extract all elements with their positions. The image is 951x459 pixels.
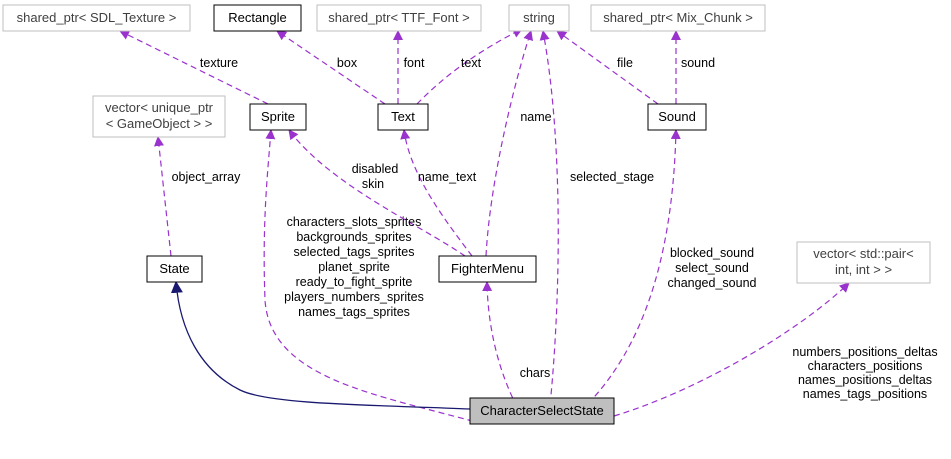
node-vector-pair-int-int[interactable]: vector< std::pair< int, int > > <box>796 241 931 284</box>
edge-label-selected-stage: selected_stage <box>570 170 654 184</box>
edge-label-sound-member: changed_sound <box>668 276 757 290</box>
node-label: CharacterSelectState <box>480 403 604 418</box>
node-character-select-state[interactable]: CharacterSelectState <box>469 397 615 425</box>
edge-name-text <box>400 129 473 257</box>
edge-disabled-skin <box>288 129 466 257</box>
node-shared-ptr-mix-chunk[interactable]: shared_ptr< Mix_Chunk > <box>590 4 766 32</box>
edge-label-name: name <box>520 110 551 124</box>
node-label: Text <box>391 109 415 124</box>
edge-text <box>416 28 523 105</box>
edge-label-sprite-member: ready_to_fight_sprite <box>296 275 413 289</box>
edge-label-sprite-member: backgrounds_sprites <box>296 230 411 244</box>
edge-label-pair-member: names_positions_deltas <box>798 373 932 387</box>
edge-name <box>485 30 533 257</box>
node-label: Sprite <box>261 109 295 124</box>
edge-label-sound-member: blocked_sound <box>670 246 754 260</box>
node-string[interactable]: string <box>508 4 570 32</box>
edge-label-pair-member: characters_positions <box>808 359 923 373</box>
edge-label-name-text: name_text <box>418 170 477 184</box>
edge-label-sprite-member: characters_slots_sprites <box>287 215 422 229</box>
edge-label-sprite-member: selected_tags_sprites <box>294 245 415 259</box>
edges <box>119 28 850 425</box>
node-rectangle[interactable]: Rectangle <box>213 4 302 32</box>
edge-label-texture: texture <box>200 56 238 70</box>
edge-label-sprite-member: names_tags_sprites <box>298 305 410 319</box>
node-shared-ptr-sdl-texture[interactable]: shared_ptr< SDL_Texture > <box>2 4 191 32</box>
edge-label-object-array: object_array <box>172 170 242 184</box>
edge-selected-stage <box>539 30 559 425</box>
edge-label-pair-member: names_tags_positions <box>803 387 927 401</box>
node-label: State <box>159 261 189 276</box>
edge-label-sprite-member: planet_sprite <box>318 260 390 274</box>
edge-box <box>276 30 386 105</box>
node-fighter-menu[interactable]: FighterMenu <box>438 255 537 283</box>
edge-label-file: file <box>617 56 633 70</box>
node-label: FighterMenu <box>451 261 524 276</box>
edge-texture <box>119 30 269 105</box>
node-sound[interactable]: Sound <box>647 103 707 131</box>
edge-label-pair-member: numbers_positions_deltas <box>792 345 937 359</box>
edge-label-sprite-member: players_numbers_sprites <box>284 290 424 304</box>
edge-label-disabled: disabled <box>352 162 399 176</box>
edge-label-chars: chars <box>520 366 551 380</box>
edge-labels: texture box font text file sound object_… <box>172 56 938 401</box>
node-label-line2: int, int > > <box>835 262 892 277</box>
edge-sound-members <box>565 129 681 425</box>
node-label: Rectangle <box>228 10 287 25</box>
node-text[interactable]: Text <box>377 103 429 131</box>
edge-inheritance-state <box>170 280 471 410</box>
edge-label-skin: skin <box>362 177 384 191</box>
node-label: string <box>523 10 555 25</box>
node-label-line1: vector< std::pair< <box>813 246 913 261</box>
node-label: Sound <box>658 109 696 124</box>
node-label: shared_ptr< TTF_Font > <box>328 10 469 25</box>
node-shared-ptr-ttf-font[interactable]: shared_ptr< TTF_Font > <box>316 4 482 32</box>
node-sprite[interactable]: Sprite <box>249 103 307 131</box>
edge-label-sound-member: select_sound <box>675 261 749 275</box>
edge-label-font: font <box>404 56 425 70</box>
edge-object-array <box>154 136 172 257</box>
node-state[interactable]: State <box>146 255 203 283</box>
edge-label-box: box <box>337 56 358 70</box>
node-vector-unique-ptr-gameobject[interactable]: vector< unique_ptr < GameObject > > <box>92 95 226 138</box>
node-label: shared_ptr< SDL_Texture > <box>17 10 177 25</box>
node-label-line1: vector< unique_ptr <box>105 100 214 115</box>
edge-file <box>556 30 659 105</box>
edge-label-sound: sound <box>681 56 715 70</box>
edge-label-text: text <box>461 56 482 70</box>
node-label-line2: < GameObject > > <box>106 116 213 131</box>
edge-pair-members <box>613 282 850 417</box>
edge-sprite-members <box>263 129 484 425</box>
node-label: shared_ptr< Mix_Chunk > <box>603 10 753 25</box>
